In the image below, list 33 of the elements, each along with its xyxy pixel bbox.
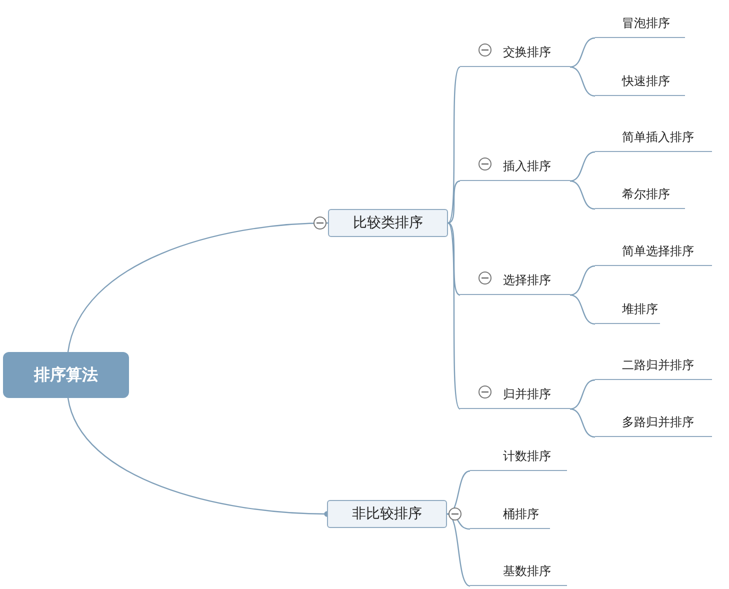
main-topic-box: 比较类排序 (328, 209, 448, 237)
connector-line (67, 222, 328, 352)
main-topic-box: 非比较排序 (327, 500, 447, 528)
topic-label: 插入排序 (503, 158, 551, 175)
connector-line (448, 180, 460, 224)
connector-line (570, 37, 596, 68)
central-topic-box: 排序算法 (3, 352, 129, 398)
topic-label: 堆排序 (622, 301, 658, 318)
connector-line (570, 294, 596, 325)
topic-label: 计数排序 (503, 448, 551, 465)
topic-label: 希尔排序 (622, 186, 670, 203)
connector-line (570, 66, 596, 97)
connector-line (570, 379, 596, 410)
connector-line (570, 408, 596, 438)
topic-label: 桶排序 (503, 506, 539, 523)
topic-label: 简单插入排序 (622, 129, 694, 146)
topic-label: 二路归并排序 (622, 357, 694, 374)
connector-line (448, 66, 460, 224)
connector-line (570, 151, 596, 182)
connector-line (570, 265, 596, 296)
connector-line (446, 513, 470, 587)
topic-label: 简单选择排序 (622, 243, 694, 260)
connector-line (446, 470, 470, 515)
topic-label: 归并排序 (503, 386, 551, 403)
connector-line (448, 222, 460, 296)
connector-line (448, 222, 460, 410)
topic-label: 选择排序 (503, 272, 551, 289)
topic-label: 快速排序 (622, 73, 670, 90)
topic-label: 基数排序 (503, 563, 551, 580)
connector-line (570, 180, 596, 210)
topic-label: 多路归并排序 (622, 414, 694, 431)
topic-label: 冒泡排序 (622, 15, 670, 32)
topic-label: 交换排序 (503, 44, 551, 61)
